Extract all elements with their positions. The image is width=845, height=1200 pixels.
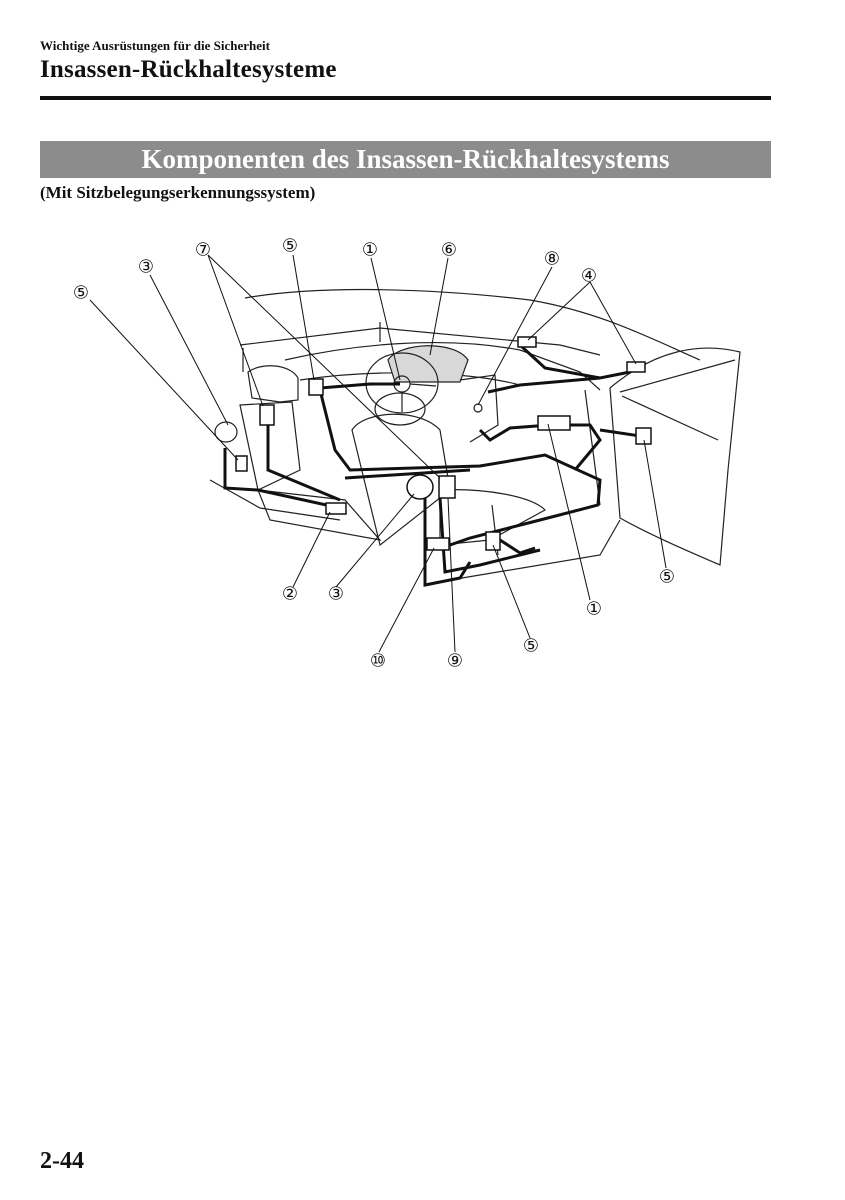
callout-2: ② <box>282 584 298 605</box>
callout-leader-lines <box>89 254 667 653</box>
page-number: 2-44 <box>40 1148 84 1174</box>
callout-9: ⑨ <box>447 651 463 672</box>
callout-5: ⑤ <box>73 283 89 304</box>
figure-subheading: (Mit Sitzbelegungserkennungssystem) <box>40 183 316 202</box>
car-interior-illustration <box>209 288 741 581</box>
restraint-components <box>235 336 652 551</box>
callout-5: ⑤ <box>523 636 539 657</box>
section-header: Wichtige Ausrüstungen für die Sicherheit <box>40 38 270 53</box>
callout-5: ⑤ <box>659 567 675 588</box>
callout-7: ⑦ <box>195 240 211 261</box>
callout-5: ⑤ <box>282 236 298 257</box>
title-divider <box>40 96 771 100</box>
callout-6: ⑥ <box>441 240 457 261</box>
callout-4: ④ <box>581 266 597 287</box>
callout-labels: ⑤ ③ ⑦ ⑤ ① ⑥ ⑧ ④ ② ③ ① ⑤ ⑤ ⑩ ⑨ <box>73 236 675 672</box>
callout-10: ⑩ <box>370 651 386 672</box>
callout-3: ③ <box>138 257 154 278</box>
wiring-harness <box>223 343 641 587</box>
callout-3: ③ <box>328 584 344 605</box>
chapter-title: Insassen-Rückhaltesysteme <box>40 56 337 83</box>
callout-8: ⑧ <box>544 249 560 270</box>
section-banner: Komponenten des Insassen-Rückhaltesystem… <box>40 141 771 178</box>
callout-1: ① <box>362 240 378 261</box>
restraint-system-diagram: ⑤ ③ ⑦ ⑤ ① ⑥ ⑧ ④ ② ③ ① ⑤ ⑤ ⑩ ⑨ <box>73 236 741 672</box>
callout-1: ① <box>586 599 602 620</box>
